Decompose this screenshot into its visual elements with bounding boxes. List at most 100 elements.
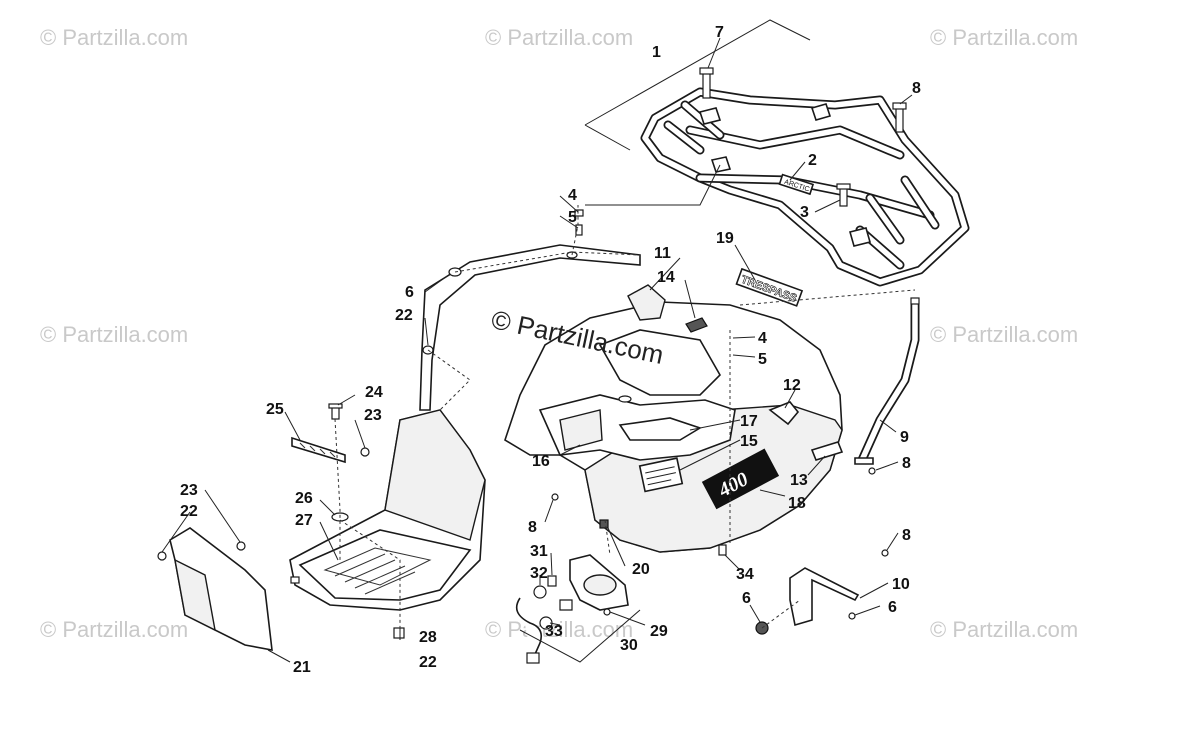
callout-3: 3 [800,204,809,221]
rack-decal-plate [778,173,815,196]
watermark-bottom-left: © Partzilla.com [40,617,188,642]
mud-flap-screw-6 [848,612,856,620]
rack-assembly-bracket-tick [584,124,631,151]
taillight-assembly [515,554,641,664]
callout-8-rack: 8 [912,80,921,97]
flare-nut-4 [574,209,584,217]
callout-2: 2 [808,152,817,169]
lead-22a [424,317,429,346]
callout-8-fender: 8 [528,519,537,536]
callout-32: 32 [530,565,548,582]
rack-mount-bracket-4 [849,227,871,247]
callout-29: 29 [650,623,668,640]
lead-5a [559,215,579,229]
footrest-floor [298,529,472,601]
lead-31 [550,552,553,576]
heel-strip-25-ribs [299,442,336,458]
lead-19 [734,244,756,281]
callout-19: 19 [716,230,734,247]
callout-20: 20 [632,561,650,578]
bolt-24 [331,406,340,420]
watermark-mid-left: © Partzilla.com [40,322,188,347]
callout-16: 16 [532,453,550,470]
lead-12 [784,389,796,409]
callout-6-flare: 6 [405,284,414,301]
decal-15 [638,457,684,493]
fender-flare-shell [419,244,641,411]
lead-25 [284,411,301,441]
bulb-31 [547,575,557,587]
lead-14 [684,279,696,319]
taillight-bracket-30 [519,609,641,663]
callout-18: 18 [788,495,806,512]
rack-frame-inner [642,89,968,285]
fender-flare-left [419,209,641,411]
socket-32 [533,585,547,599]
clip-14 [685,317,708,333]
splash-guard-21 [157,527,273,651]
callout-34: 34 [736,566,754,583]
grommet-20 [599,519,609,529]
callout-27: 27 [295,512,313,529]
grip-lines [334,553,416,595]
decal-19: TRESPASS [735,267,804,307]
callout-31: 31 [530,543,548,560]
mud-flap-screw-8 [881,549,889,557]
callout-14: 14 [657,269,675,286]
rack-bolt-7 [702,71,711,99]
callout-33: 33 [545,623,563,640]
lead-8c [544,499,554,523]
connector-32 [526,652,540,664]
callout-5-top: 5 [568,209,577,226]
lead-6c [854,605,881,616]
callout-30: 30 [620,637,638,654]
callout-22-floor: 22 [419,654,437,671]
callout-6-flap: 6 [888,599,897,616]
rack-crossbars-inner [857,177,938,268]
lead-17 [689,419,741,431]
callout-11: 11 [654,245,671,262]
callout-22-splash: 22 [180,503,198,520]
lid-17 [618,417,702,441]
callout-21: 21 [293,659,311,676]
rack-bolt-8-head [892,102,907,110]
callout-13: 13 [790,472,808,489]
callout-5-right: 5 [758,351,767,368]
floor-clip [290,576,300,584]
lead-8b [875,461,899,471]
fender-tail-housing [598,329,721,396]
lead-24 [337,394,356,406]
callout-12: 12 [783,377,801,394]
lead-7 [707,37,721,69]
rack-rail-1-inner [687,127,903,158]
lead-22b [161,511,191,553]
clip-22-bottom [393,627,405,639]
lead-6a [424,273,451,293]
callout-24: 24 [365,384,383,401]
rack-rail-2-inner [697,175,933,218]
support-bar-cap [910,297,920,305]
callout-7: 7 [715,24,724,41]
mud-flap-shell [789,567,860,627]
lead-23b [204,489,241,543]
callout-15: 15 [740,433,758,450]
splash-screw-22 [157,551,167,561]
lead-8d [886,532,899,551]
bolt-24-head [328,403,343,409]
dash-flare-lower [427,349,471,411]
decal-18-plate [701,448,780,510]
callout-6-nut: 6 [742,590,751,607]
watermark-bottom-right: © Partzilla.com [930,617,1078,642]
taillight-lens [583,574,617,596]
rack-mount-bracket-3 [710,156,732,173]
flare-washer-5 [575,224,583,236]
splash-guard-face [174,558,216,632]
rear-rack: ARCTIC [584,19,970,287]
screw-8-left [551,493,559,501]
panel-11 [627,284,666,321]
dash-rack-right [739,289,916,306]
lead-5b [732,354,756,358]
decal-15-line-3 [647,479,672,486]
footwell-side-wall [384,409,486,541]
decal-15-line-2 [646,472,676,480]
